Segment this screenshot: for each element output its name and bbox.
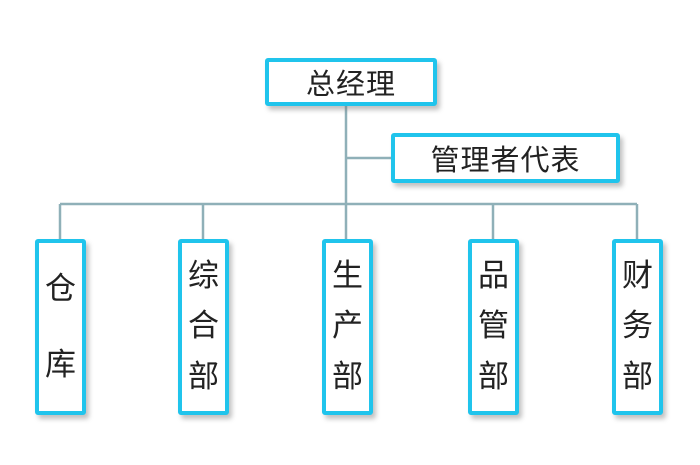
dept-char: 品 [478,257,509,294]
dept-general-affairs-box: 综 合 部 [178,239,229,415]
dept-char: 财 [622,257,653,294]
management-representative-box: 管理者代表 [391,133,620,183]
dept-char: 综 [188,257,219,294]
dept-char: 仓 [45,270,76,307]
management-representative-label: 管理者代表 [430,143,581,177]
dept-char: 产 [332,308,363,345]
dept-production-box: 生 产 部 [322,239,373,415]
dept-finance-box: 财 务 部 [612,239,663,415]
dept-char: 合 [188,308,219,345]
dept-char: 部 [332,359,363,396]
general-manager-box: 总经理 [265,58,437,106]
dept-char: 部 [478,359,509,396]
dept-char: 务 [622,308,653,345]
dept-char: 管 [478,308,509,345]
dept-char: 部 [188,359,219,396]
general-manager-label: 总经理 [305,67,396,101]
dept-quality-box: 品 管 部 [468,239,519,415]
dept-warehouse-box: 仓 库 [35,239,86,415]
dept-char: 部 [622,359,653,396]
dept-char: 库 [45,346,76,383]
dept-char: 生 [332,257,363,294]
